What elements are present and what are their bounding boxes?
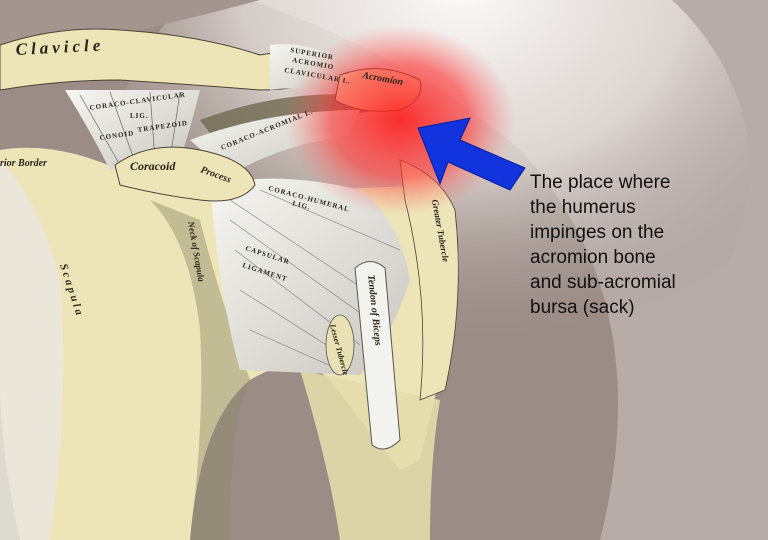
caption: The place where the humerus impinges on …	[530, 170, 760, 320]
label-coracoid: Coracoid	[130, 159, 176, 173]
label-superior-border: rior Border	[0, 158, 47, 169]
caption-line: impinges on the	[530, 222, 665, 243]
caption-line: the humerus	[530, 197, 636, 218]
caption-line: acromion bone	[530, 247, 656, 268]
pointer-arrow-icon	[417, 117, 526, 191]
caption-line: bursa (sack)	[530, 297, 635, 318]
label-clavicle: Clavicle	[15, 35, 105, 59]
caption-line: The place where	[530, 172, 671, 193]
caption-line: and sub-acromial	[530, 272, 676, 293]
inflammation-highlight	[285, 25, 515, 215]
biceps-tendon	[354, 261, 401, 450]
coracoid-process-bone	[114, 146, 256, 202]
label-coraco-clavicular-lig: LIG.	[130, 112, 149, 120]
